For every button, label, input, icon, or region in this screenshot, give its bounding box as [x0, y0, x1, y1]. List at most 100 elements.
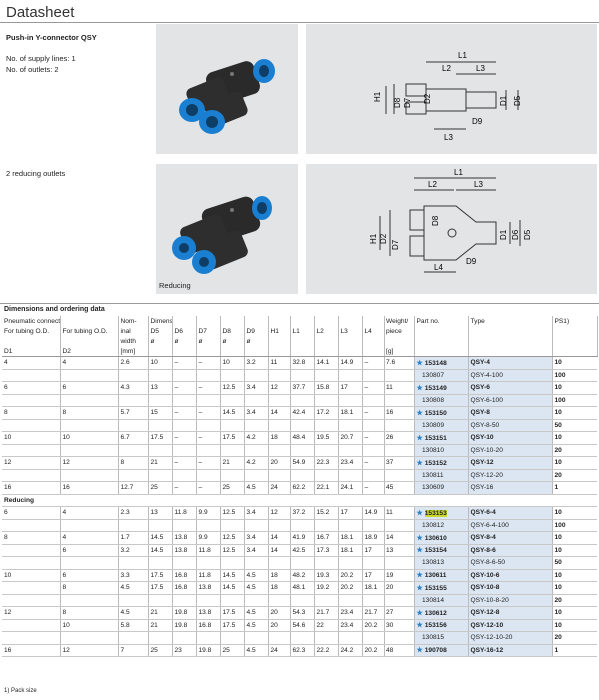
- part-number-cell[interactable]: ★ 153151: [414, 431, 469, 445]
- part-number-cell[interactable]: 130815: [414, 631, 469, 645]
- pack-size-cell: 10: [552, 531, 597, 545]
- part-number[interactable]: 153152: [424, 459, 447, 467]
- part-number[interactable]: 153148: [424, 359, 447, 367]
- part-number-cell[interactable]: ★ 153156: [414, 619, 469, 632]
- part-number-cell[interactable]: ★ 153152: [414, 456, 469, 470]
- cell-l1: [290, 594, 315, 607]
- cell-d9: 4.5: [244, 606, 269, 620]
- cell-d7: [196, 519, 221, 532]
- table-header-cell: ø: [220, 336, 245, 346]
- part-number-cell[interactable]: ★ 130612: [414, 606, 469, 620]
- cell-nw: [118, 556, 149, 570]
- cell-l3: 18.1: [338, 406, 363, 420]
- cell-d1: [2, 631, 61, 645]
- part-number-cell[interactable]: 130807: [414, 369, 469, 382]
- cell-l2: [314, 594, 339, 607]
- cell-l3: 20.2: [338, 581, 363, 595]
- type-cell: QSY-12-20: [468, 469, 553, 482]
- star-icon: ★: [416, 609, 425, 617]
- cell-d1: 10: [2, 431, 61, 445]
- part-number-cell[interactable]: ★ 153149: [414, 381, 469, 395]
- cell-l2: 17.3: [314, 544, 339, 557]
- cell-l4: [362, 394, 385, 407]
- part-number[interactable]: 130811: [422, 471, 444, 479]
- part-number[interactable]: 190708: [424, 647, 447, 655]
- part-number-cell[interactable]: ★ 130610: [414, 531, 469, 545]
- part-number-cell[interactable]: 130808: [414, 394, 469, 407]
- cell-d6: [172, 519, 197, 532]
- cell-d9: 4.2: [244, 431, 269, 445]
- part-number-cell[interactable]: ★ 153155: [414, 581, 469, 595]
- part-number[interactable]: 130610: [424, 534, 447, 542]
- cell-d7: 13.8: [196, 581, 221, 595]
- part-number[interactable]: 130809: [422, 421, 445, 429]
- part-number[interactable]: 130812: [422, 521, 445, 529]
- part-number[interactable]: 130814: [422, 596, 445, 604]
- part-number-cell[interactable]: 130811: [414, 469, 469, 482]
- cell-d1: [2, 519, 61, 532]
- drawing1-label-L3b: L3: [444, 133, 453, 142]
- part-number-cell[interactable]: 130810: [414, 444, 469, 457]
- cell-d9: 3.2: [244, 356, 269, 370]
- cell-l1: [290, 631, 315, 645]
- cell-d5: [148, 594, 173, 607]
- cell-d9: [244, 419, 269, 432]
- part-number[interactable]: 130808: [422, 396, 445, 404]
- part-number-cell[interactable]: 130809: [414, 419, 469, 432]
- cell-h1: [268, 369, 291, 382]
- part-number[interactable]: 130609: [422, 484, 445, 492]
- part-number[interactable]: 153154: [424, 547, 447, 555]
- part-number[interactable]: 153155: [424, 584, 447, 592]
- part-number-cell[interactable]: ★ 153148: [414, 356, 469, 370]
- cell-d2: [60, 556, 119, 570]
- part-number-cell[interactable]: ★ 153154: [414, 544, 469, 557]
- table-header-cell: Pneumatic connection: [2, 316, 61, 326]
- part-number-cell[interactable]: 130812: [414, 519, 469, 532]
- part-number-cell[interactable]: ★ 153150: [414, 406, 469, 420]
- cell-weight: 20: [384, 581, 415, 595]
- cell-nw: 3.3: [118, 569, 149, 582]
- cell-l3: [338, 469, 363, 482]
- cell-d2: 10: [60, 431, 119, 445]
- cell-d1: 10: [2, 569, 61, 582]
- part-number[interactable]: 153151: [424, 434, 447, 442]
- part-number[interactable]: 130612: [424, 609, 447, 617]
- cell-l2: 19.3: [314, 569, 339, 582]
- cell-d7: [196, 556, 221, 570]
- cell-d8: [220, 631, 245, 645]
- part-number-cell[interactable]: 130609: [414, 481, 469, 495]
- cell-l4: 17: [362, 569, 385, 582]
- part-number[interactable]: 130813: [422, 559, 445, 567]
- table-header-cell: D6: [172, 326, 197, 336]
- part-number[interactable]: 130611: [424, 572, 447, 580]
- cell-nw: [118, 519, 149, 532]
- cell-nw: [118, 631, 149, 645]
- part-number[interactable]: 130807: [422, 371, 445, 379]
- part-number[interactable]: 153149: [424, 384, 447, 392]
- cell-l1: [290, 519, 315, 532]
- pack-size-cell: 20: [552, 469, 597, 482]
- part-number[interactable]: 130815: [422, 634, 445, 642]
- part-number-cell[interactable]: ★ 190708: [414, 644, 469, 657]
- part-number[interactable]: 153150: [424, 409, 447, 417]
- table-divider: [0, 303, 599, 304]
- cell-l4: 14.9: [362, 506, 385, 520]
- cell-d2: [60, 631, 119, 645]
- cell-d7: [196, 469, 221, 482]
- type-cell: QSY-6-100: [468, 394, 553, 407]
- drawing2-label-L4: L4: [434, 263, 443, 272]
- part-number-cell[interactable]: 130813: [414, 556, 469, 570]
- part-number[interactable]: 130810: [422, 446, 445, 454]
- cell-l3: 24.1: [338, 481, 363, 495]
- table-header-cell: [290, 316, 315, 326]
- cell-d1: [2, 469, 61, 482]
- part-number-cell[interactable]: ★ 153153: [414, 506, 469, 520]
- type-cell: QSY-4-100: [468, 369, 553, 382]
- part-number[interactable]: 153156: [424, 622, 447, 630]
- type-cell: QSY-8-4: [468, 531, 553, 545]
- cell-d2: 6: [60, 381, 119, 395]
- part-number[interactable]: 153153: [424, 509, 447, 517]
- part-number-cell[interactable]: 130814: [414, 594, 469, 607]
- part-number-cell[interactable]: ★ 130611: [414, 569, 469, 582]
